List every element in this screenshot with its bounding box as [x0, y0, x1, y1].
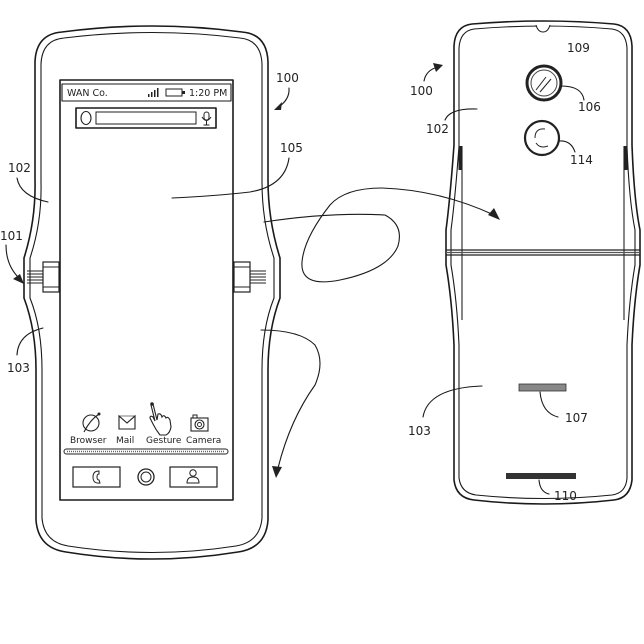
ref-100-rear: 100: [410, 84, 433, 98]
status-bar: [61, 83, 232, 102]
fold-arrowhead-upper: [488, 208, 500, 220]
fold-arrow-lower: [260, 329, 321, 469]
circle-icon: [80, 110, 92, 126]
status-time: 1:20 PM: [189, 88, 227, 99]
ref-101: 101: [0, 229, 23, 243]
leader-103-rear: [422, 385, 483, 418]
rear-flash: [523, 119, 561, 157]
rear-housing-outer: [445, 20, 641, 505]
front-device: WAN Co. 1:20 PM Browser: [23, 25, 281, 560]
camera-icon: [190, 414, 209, 432]
front-housing-inner: [29, 31, 275, 554]
ref-107: 107: [565, 411, 588, 425]
search-input[interactable]: [95, 111, 197, 125]
app-camera[interactable]: Camera: [186, 414, 221, 446]
leader-100-front: [276, 87, 290, 109]
leader-102-front: [16, 177, 49, 203]
front-reference-labels: 100 105 102 101 103: [0, 71, 303, 375]
carrier-label: WAN Co.: [67, 88, 108, 99]
leader-106: [560, 85, 585, 101]
front-housing-outer: [23, 25, 281, 560]
dock-contact-button[interactable]: [169, 466, 218, 488]
leader-105: [171, 157, 290, 199]
rear-reference-labels: 109 100 102 106 114 103 107 110: [408, 41, 601, 503]
rear-device: [445, 20, 641, 505]
display-screen: [59, 79, 234, 501]
ref-102-rear: 102: [426, 122, 449, 136]
leader-107: [539, 391, 559, 418]
ref-110: 110: [554, 489, 577, 503]
top-notch: [535, 24, 551, 33]
mail-envelope-icon: [118, 414, 136, 430]
phone-icon: [92, 470, 101, 484]
ref-103-rear: 103: [408, 424, 431, 438]
dock-phone-button[interactable]: [72, 466, 121, 488]
bottom-port: [506, 473, 576, 479]
ref-114: 114: [570, 153, 593, 167]
rear-camera: [525, 64, 563, 102]
rear-housing-inner: [450, 25, 636, 500]
leader-101: [5, 244, 21, 280]
battery-icon: [165, 88, 185, 97]
leader-102-rear: [444, 108, 478, 121]
contact-person-icon: [186, 469, 200, 484]
arrowhead-100-front: [274, 102, 282, 110]
page-indicator-bar: [63, 448, 229, 455]
leader-103-front: [16, 327, 44, 356]
hand-gesture-icon: [149, 402, 172, 436]
app-label: Mail: [116, 436, 134, 446]
home-circle-icon: [137, 468, 155, 486]
microphone-icon[interactable]: [201, 111, 212, 126]
dock-home-button[interactable]: [137, 468, 155, 486]
ref-105: 105: [280, 141, 303, 155]
fold-arrowhead-lower: [272, 466, 282, 478]
app-gesture[interactable]: Gesture: [146, 402, 182, 446]
speaker-grille: [518, 383, 567, 392]
arrowhead-101: [13, 274, 24, 284]
right-hinge: [233, 261, 266, 293]
fold-motion-arrows: [260, 187, 500, 478]
left-hinge: [27, 261, 60, 293]
search-bar[interactable]: [75, 107, 217, 129]
rear-hinge-fold: [446, 249, 640, 256]
app-mail[interactable]: Mail: [116, 414, 136, 446]
signal-bars-icon: [148, 88, 159, 97]
leader-114: [558, 140, 576, 153]
app-label: Browser: [70, 436, 107, 446]
ref-103-front: 103: [7, 361, 30, 375]
arrowhead-100-rear: [433, 63, 443, 72]
leader-110: [538, 479, 550, 495]
ref-102-front: 102: [8, 161, 31, 175]
browser-globe-icon: [82, 412, 101, 433]
app-browser[interactable]: Browser: [70, 412, 107, 447]
fold-arrow-upper: [263, 187, 495, 283]
app-label: Gesture: [146, 436, 182, 446]
ref-100-front: 100: [276, 71, 299, 85]
ref-109: 109: [567, 41, 590, 55]
ref-106: 106: [578, 100, 601, 114]
app-label: Camera: [186, 436, 221, 446]
